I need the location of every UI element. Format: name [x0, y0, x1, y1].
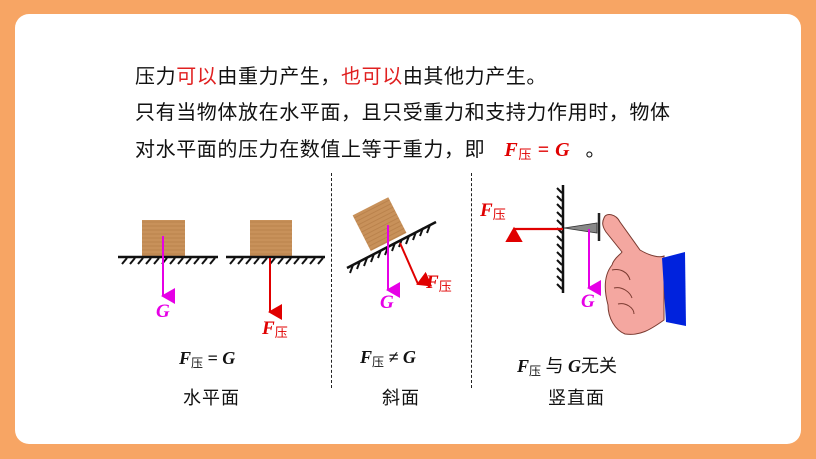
divider-right — [471, 173, 472, 388]
caption-incline: 斜面 — [382, 388, 420, 408]
incline-line — [346, 220, 437, 270]
text-segment: 由重力产生， — [217, 66, 342, 88]
gravity-label: G — [380, 292, 394, 313]
horizontal-pressure-diagram — [226, 220, 325, 320]
text-segment: 压力 — [135, 66, 177, 88]
highlight-text: 可以 — [176, 66, 218, 88]
caption-horizontal: 水平面 — [183, 388, 240, 408]
gravity-label: G — [581, 291, 595, 312]
formula-f-equals-g: F压 = G — [504, 139, 571, 162]
pressure-arrow — [399, 242, 433, 287]
pin — [563, 222, 598, 234]
text-line-1: 压力可以由重力产生，也可以由其他力产生。 — [135, 60, 547, 89]
pressure-label: F压 — [426, 272, 452, 294]
wood-block — [250, 220, 292, 257]
text-line-2: 只有当物体放在水平面，且只受重力和支持力作用时，物体 — [135, 102, 671, 124]
vertical-wall-diagram — [505, 185, 686, 335]
hand-illustration — [602, 214, 686, 335]
text-line-3: 对水平面的压力在数值上等于重力，即 F压 = G 。 — [135, 133, 606, 163]
gravity-label: G — [156, 301, 170, 322]
text-segment: 。 — [585, 139, 607, 161]
text-segment: 由其他力产生。 — [402, 66, 548, 88]
sleeve — [662, 252, 686, 326]
relation-horizontal: F压 = G — [179, 348, 236, 370]
caption-vertical: 竖直面 — [548, 388, 605, 408]
relation-incline: F压 ≠ G — [360, 347, 416, 369]
pressure-label: F压 — [262, 318, 288, 340]
pressure-label: F压 — [480, 200, 506, 222]
relation-vertical: F压 与 G无关 — [517, 356, 618, 378]
incline-diagram — [346, 197, 437, 298]
highlight-text: 也可以 — [341, 66, 403, 88]
divider-left — [331, 173, 332, 388]
text-segment: 对水平面的压力在数值上等于重力，即 — [135, 139, 486, 161]
horizontal-gravity-diagram — [118, 220, 218, 304]
wood-block — [352, 197, 407, 252]
